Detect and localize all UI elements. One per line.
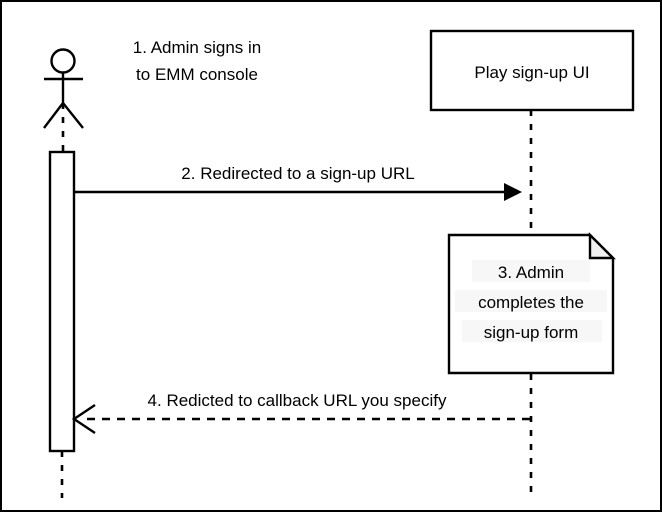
step-3-line-2: completes the [478,293,584,312]
stick-figure-actor-icon [43,48,84,129]
step-2-arrowhead-icon [504,183,522,201]
step-3-line-1: 3. Admin [498,263,564,282]
step-1-line-1: 1. Admin signs in [133,38,262,57]
activation-bar [48,150,76,453]
step-2-label: 2. Redirected to a sign-up URL [181,164,414,183]
step-4-message[interactable]: 4. Redicted to callback URL you specify [71,391,530,434]
step-1-annotation: 1. Admin signs in to EMM console [133,38,262,84]
step-3-note[interactable]: 3. Admin completes the sign-up form [447,232,616,375]
step-1-line-2: to EMM console [136,65,258,84]
step-4-arrowhead-icon [71,404,96,434]
step-3-line-3: sign-up form [484,323,578,342]
note-text-hl-3 [462,320,602,342]
step-4-label: 4. Redicted to callback URL you specify [148,391,447,410]
participant-box-label: Play sign-up UI [474,63,589,82]
participant-box-play-signup-ui[interactable]: Play sign-up UI [429,29,635,112]
note-text-hl-1 [472,260,590,282]
step-2-message[interactable]: 2. Redirected to a sign-up URL [74,164,522,201]
participant-box-rect [429,29,635,112]
note-folded-corner-icon [588,232,616,260]
note-text-hl-2 [455,290,607,312]
